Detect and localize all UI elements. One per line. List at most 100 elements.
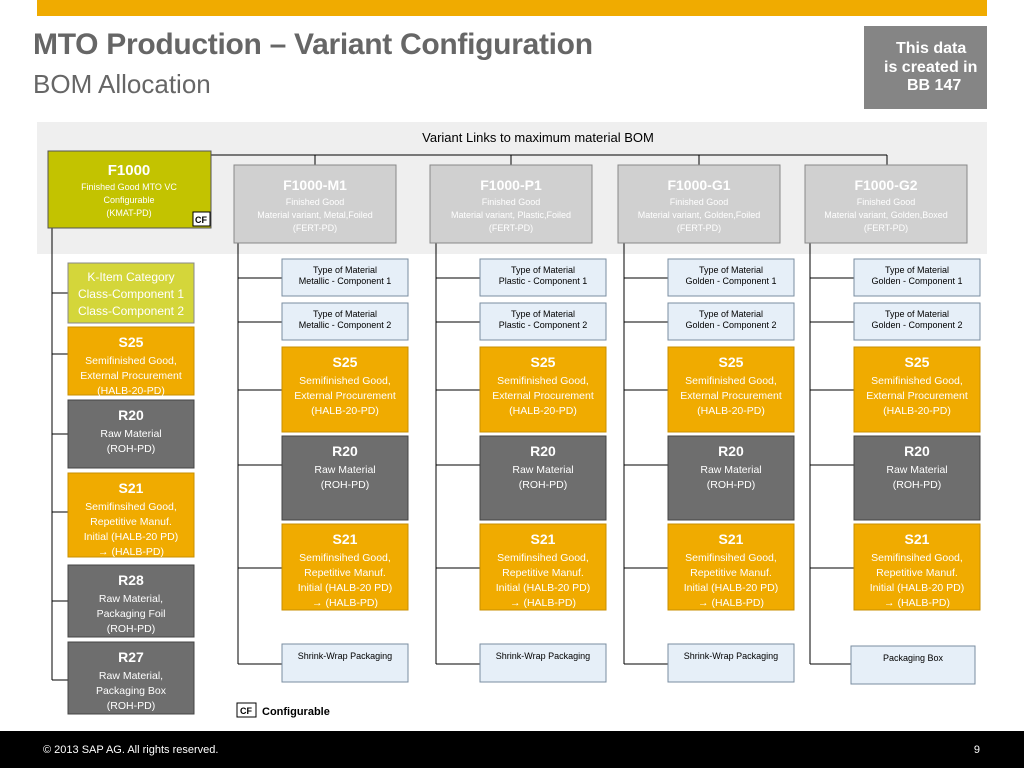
card-box: [67, 262, 195, 324]
node-code: S21: [719, 531, 744, 547]
packaging-box: Shrink-Wrap Packaging: [479, 643, 607, 683]
configurable-badge: [192, 211, 211, 227]
node-desc-line: Golden - Component 1: [685, 276, 776, 286]
node-desc-line: (ROH-PD): [707, 479, 755, 491]
card-box: [667, 346, 795, 433]
node-code: S25: [333, 354, 358, 370]
node-desc-line: External Procurement: [492, 390, 594, 402]
node-desc-line: Golden - Component 1: [871, 276, 962, 286]
packaging-box: Packaging Box: [850, 645, 976, 685]
node-desc-line: Material variant, Plastic,Foiled: [451, 210, 571, 220]
node-desc-line: Metallic - Component 2: [299, 320, 392, 330]
node-code: R20: [530, 443, 556, 459]
variant-box: [233, 164, 397, 244]
node-desc-line: Semifinsihed Good,: [497, 552, 589, 564]
node-code: S25: [719, 354, 744, 370]
bom-diagram: Variant Links to maximum material BOMF10…: [37, 122, 987, 718]
node-desc-line: (FERT-PD): [489, 223, 533, 233]
node-desc-line: Type of Material: [511, 309, 575, 319]
node-desc-line: Golden - Component 2: [685, 320, 776, 330]
variant-box: [617, 164, 781, 244]
node-code: R20: [118, 407, 144, 423]
node-desc-line: Semifinished Good,: [685, 375, 777, 387]
top-accent-bar: [37, 0, 987, 16]
card-box: [853, 302, 981, 341]
packaging-box: Shrink-Wrap Packaging: [667, 643, 795, 683]
node-code: R28: [118, 572, 144, 588]
node-desc-line: Packaging Box: [883, 653, 944, 663]
node-desc-line: Packaging Box: [96, 685, 167, 697]
node-desc-line: Initial (HALB-20 PD): [298, 582, 393, 594]
node-desc-line: Finished Good: [482, 197, 541, 207]
node-desc-line: (ROH-PD): [107, 623, 155, 635]
node-code: S25: [905, 354, 930, 370]
node-desc-line: Shrink-Wrap Packaging: [496, 651, 590, 661]
node-desc-line: Semifinsihed Good,: [871, 552, 963, 564]
node-desc-line: Initial (HALB-20 PD): [684, 582, 779, 594]
node-desc-line: (KMAT-PD): [106, 208, 151, 218]
node-desc-line: Semifinished Good,: [871, 375, 963, 387]
node-desc-line: (ROH-PD): [893, 479, 941, 491]
card-box: [479, 435, 607, 521]
node-desc-line: Material variant, Metal,Foiled: [257, 210, 373, 220]
card-box: [667, 435, 795, 521]
node-desc-line: Type of Material: [885, 265, 949, 275]
node-desc-line: Plastic - Component 1: [499, 276, 588, 286]
root-box: [47, 150, 212, 229]
node-desc-line: (HALB-20-PD): [97, 385, 165, 397]
legend-label: Configurable: [262, 706, 330, 718]
node-desc-line: Raw Material: [512, 464, 573, 476]
node-code: S25: [119, 334, 144, 350]
card-box: [67, 472, 195, 558]
node-desc-line: (HALB-20-PD): [311, 405, 379, 417]
node-code: F1000-P1: [480, 177, 542, 193]
card-box: [667, 523, 795, 611]
node-code: S21: [119, 480, 144, 496]
card-box: [667, 258, 795, 297]
node-desc-line: K-Item Category: [87, 270, 174, 284]
node-code: R20: [332, 443, 358, 459]
card-box: [67, 641, 195, 715]
card-box: [281, 643, 409, 683]
node-desc-line: Raw Material: [314, 464, 375, 476]
card-box: [67, 326, 195, 396]
node-desc-line: (HALB-20-PD): [509, 405, 577, 417]
node-desc-line: Plastic - Component 2: [499, 320, 588, 330]
card-box: [479, 346, 607, 433]
card-box: [281, 523, 409, 611]
node-desc-line: → (HALB-PD): [312, 597, 378, 609]
node-desc-line: Semifinished Good,: [85, 355, 177, 367]
card-box: [67, 564, 195, 638]
node-code: S21: [333, 531, 358, 547]
node-desc-line: Repetitive Manuf.: [690, 567, 772, 579]
node-desc-line: Type of Material: [313, 309, 377, 319]
node-desc-line: Type of Material: [699, 309, 763, 319]
note-line: BB 147: [907, 77, 962, 94]
node-desc-line: Repetitive Manuf.: [876, 567, 958, 579]
node-code: F1000-G2: [854, 177, 917, 193]
page-subtitle: BOM Allocation: [33, 69, 211, 99]
card-box: [667, 302, 795, 341]
variant-box: [429, 164, 593, 244]
node-desc-line: Metallic - Component 1: [299, 276, 392, 286]
node-desc-line: Semifinsihed Good,: [299, 552, 391, 564]
node-desc-line: External Procurement: [294, 390, 396, 402]
node-desc-line: (FERT-PD): [293, 223, 337, 233]
node-desc-line: (ROH-PD): [107, 700, 155, 712]
node-desc-line: → (HALB-PD): [98, 546, 164, 558]
